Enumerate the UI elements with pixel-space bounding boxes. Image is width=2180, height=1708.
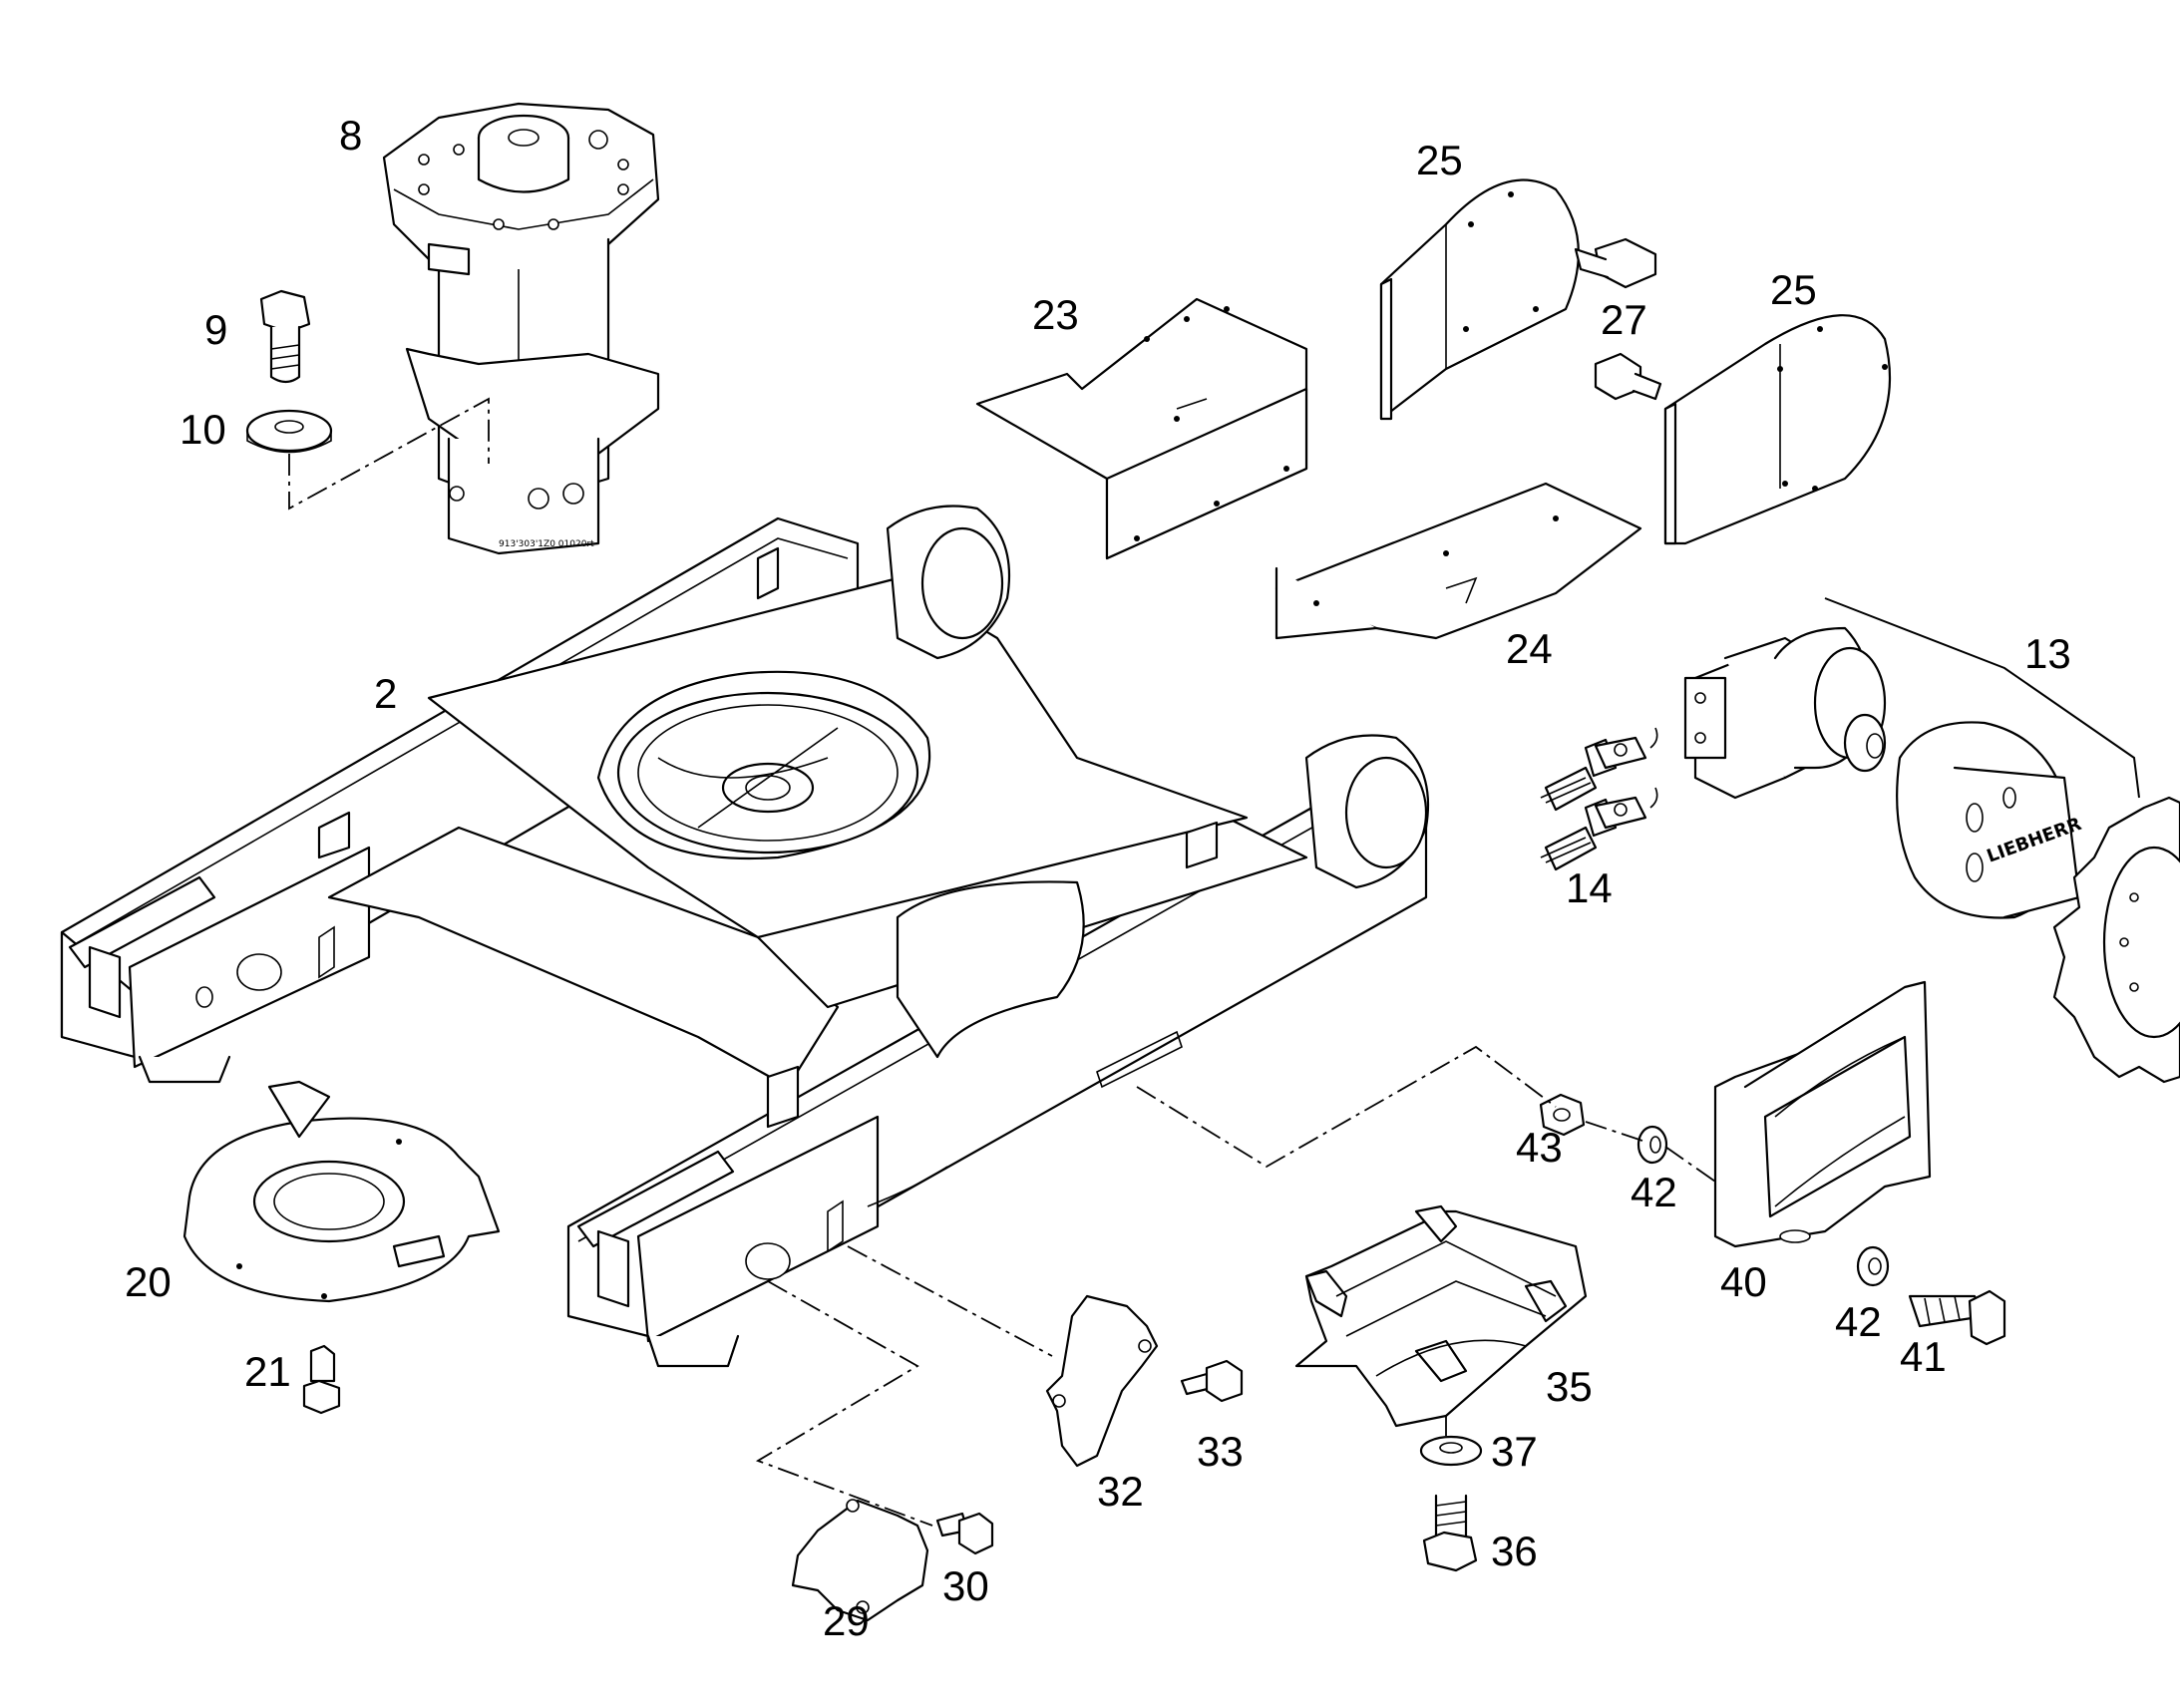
callout-labels: 8 9 10 2 23 25 27 25 24 13 14 20 21 43 4… [125,112,2071,1644]
callout-13: 13 [2024,630,2071,677]
rotary-joint-part-8: 913'303'1Z0 01020rt [382,102,660,555]
washer-part-42-lower [1856,1245,1890,1287]
washer-part-42-upper [1636,1125,1668,1165]
callout-40: 40 [1720,1258,1767,1305]
bolt-part-30 [935,1512,994,1555]
cover-plate-part-23 [975,297,1308,560]
callout-42-upper: 42 [1631,1169,1677,1215]
callout-35: 35 [1546,1363,1593,1410]
callout-42-lower: 42 [1835,1298,1882,1345]
callout-20: 20 [125,1258,172,1305]
guard-plate-part-25-upper [1379,178,1580,421]
bolt-part-9 [259,289,311,384]
callout-36: 36 [1491,1528,1538,1574]
callout-10: 10 [180,406,226,453]
callout-41: 41 [1900,1333,1947,1380]
callout-29: 29 [823,1597,870,1644]
leader-8-9-10 [288,397,490,511]
bolt-part-21 [302,1344,341,1415]
callout-32: 32 [1097,1468,1144,1515]
undercarriage-frame-part-2 [60,505,1430,1368]
nut-part-43 [1539,1093,1586,1137]
track-guard-part-35 [1294,1204,1588,1428]
callout-25-upper: 25 [1416,137,1463,183]
callout-9: 9 [204,306,227,353]
leader-29-30-32-33 [755,1245,1053,1527]
washer-part-37 [1419,1435,1483,1467]
bolt-part-36 [1422,1494,1478,1572]
leader-40-43 [1136,1045,1716,1183]
callout-21: 21 [244,1348,291,1395]
callout-24: 24 [1506,625,1553,672]
bolt-part-41 [1908,1289,2006,1346]
callout-14: 14 [1566,864,1613,911]
callout-2: 2 [374,670,397,717]
bolt-part-27-lower [1594,352,1662,401]
leader-13 [1824,597,2140,799]
track-guide-part-40 [1713,980,1932,1248]
washer-part-10 [245,409,333,454]
callout-43: 43 [1516,1124,1563,1171]
bolt-part-27-upper [1574,237,1657,289]
seal-plate-part-20 [182,1080,501,1303]
bottom-cover-part-24 [1274,482,1642,640]
callout-30: 30 [942,1562,989,1609]
callout-33: 33 [1197,1428,1244,1475]
callout-25-lower: 25 [1770,266,1817,313]
bolt-part-33 [1180,1359,1244,1403]
callout-37: 37 [1491,1428,1538,1475]
fittings-part-14 [1540,727,1658,871]
callout-27: 27 [1601,296,1647,343]
guard-plate-part-25-lower [1663,314,1892,545]
cover-plate-part-32 [1045,1294,1159,1468]
travel-drive-part-13: LIEBHERR [1683,597,2180,1084]
callout-23: 23 [1032,291,1079,338]
callout-8: 8 [339,112,362,159]
rotary-joint-code: 913'303'1Z0 01020rt [499,539,594,549]
cover-plate-part-29 [791,1499,929,1622]
